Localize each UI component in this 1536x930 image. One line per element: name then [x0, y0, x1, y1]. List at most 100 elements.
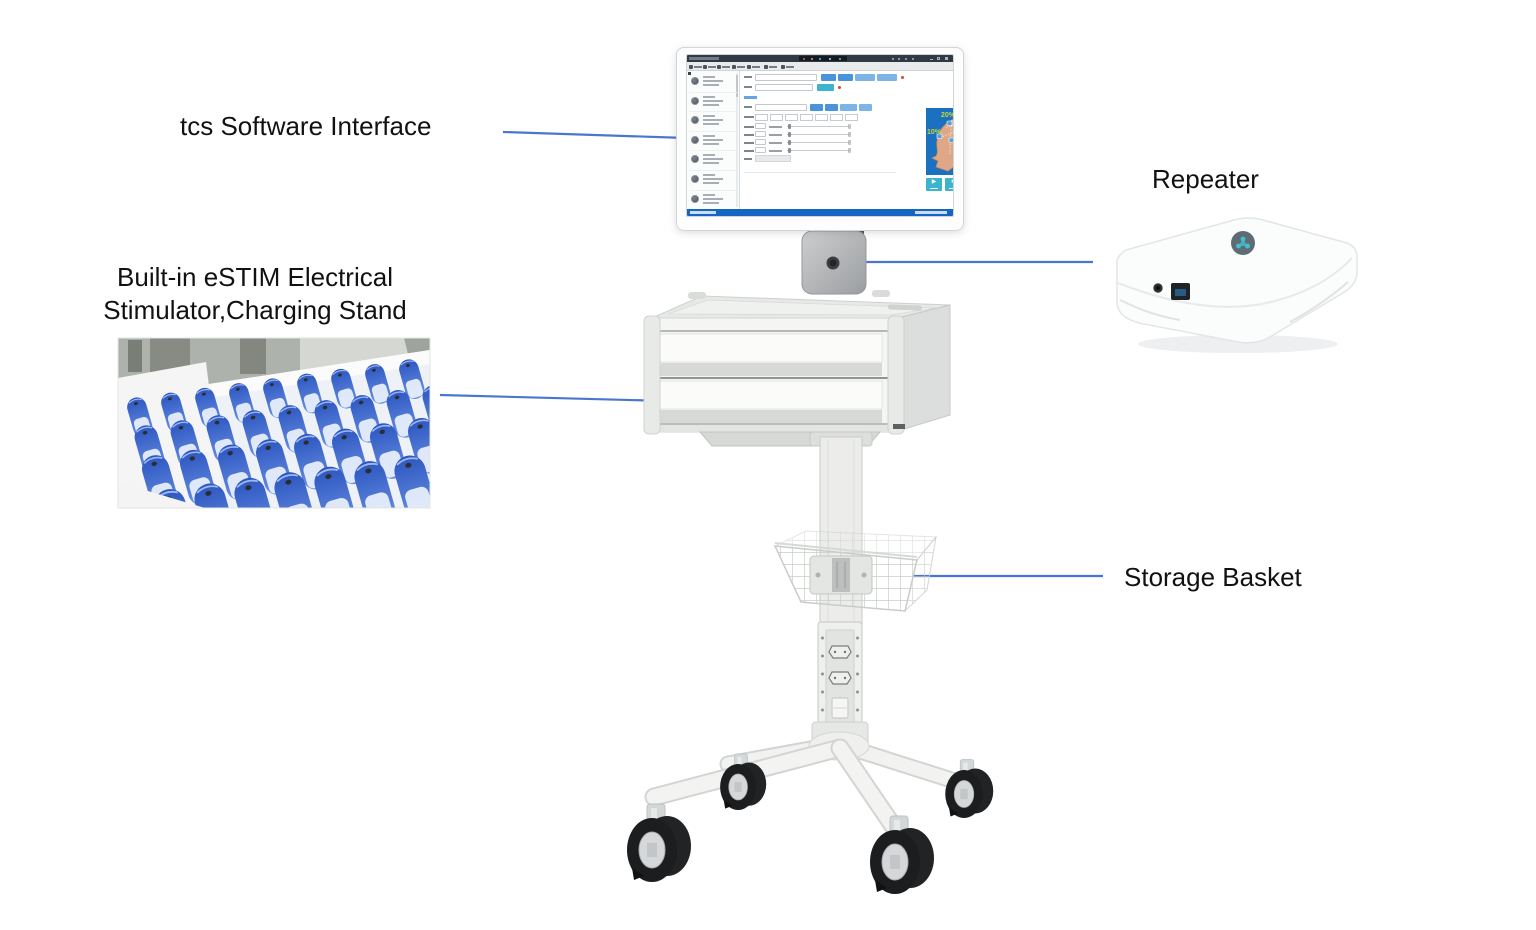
mini-readonly-field — [755, 155, 791, 162]
mini-checkbox — [845, 114, 858, 121]
mini-text-field — [755, 104, 807, 111]
screen-toolbar — [687, 62, 953, 71]
estim-device — [274, 472, 315, 508]
storage-basket — [773, 530, 938, 613]
callout-lines — [439, 130, 1103, 578]
drawer-unit — [643, 290, 951, 447]
channel-icon — [691, 116, 699, 125]
mini-checkbox — [830, 114, 843, 121]
separator — [689, 189, 737, 191]
toolbar-icon — [764, 64, 768, 69]
charging-stand-photo-border — [117, 337, 431, 509]
label-storage-basket: Storage Basket — [1124, 562, 1302, 592]
callout-line-software — [502, 130, 688, 140]
monitor-mount-block — [801, 230, 867, 295]
toolbar-icon — [732, 64, 736, 69]
toolbar-item-label — [737, 65, 745, 68]
caster-wheel — [869, 815, 935, 895]
channel-text — [703, 182, 719, 184]
cart-base — [626, 721, 994, 895]
channel-text — [703, 201, 719, 204]
channel-text — [703, 178, 723, 180]
mini-dropdown — [755, 84, 813, 91]
mini-param-value — [769, 134, 782, 136]
mini-number-field — [755, 139, 766, 145]
estim-device — [365, 364, 391, 404]
channel-text — [703, 162, 719, 165]
channel-text — [703, 95, 715, 98]
channel-text — [703, 76, 715, 78]
minimize-icon — [930, 59, 933, 60]
estim-device — [314, 466, 355, 508]
toolbar-icon — [703, 64, 707, 69]
mini-button — [859, 104, 872, 111]
mini-slider-track — [787, 126, 849, 127]
mini-checkbox — [785, 114, 798, 121]
mini-slider-end — [848, 124, 851, 129]
mini-slider-end — [848, 132, 851, 137]
head-model-graphic — [931, 118, 953, 172]
mini-slider-handle — [788, 132, 791, 137]
mini-slider-handle — [788, 148, 791, 153]
channel-icon — [691, 77, 699, 85]
mini-param-value — [769, 126, 782, 128]
caster-wheel — [944, 759, 994, 819]
mini-slider-handle — [788, 140, 791, 145]
channel-icon — [691, 96, 699, 105]
repeater-logo — [1231, 231, 1255, 255]
label-stimulator: Built-in eSTIM Electrical Stimulator,Cha… — [85, 261, 425, 327]
mini-param-label — [744, 142, 754, 144]
mini-number-field — [755, 147, 766, 153]
mini-number-field — [755, 123, 766, 129]
mini-button — [825, 104, 838, 111]
charging-stand-photo — [118, 338, 430, 508]
channel-text — [703, 123, 719, 126]
screen-main-panel: 20% 20% 20% 20% 10% 10% ▶ ■ — [740, 71, 953, 209]
channel-text — [703, 142, 719, 145]
play-icon: ▶ — [931, 179, 937, 185]
mini-slider-end — [848, 148, 851, 153]
mini-slider-end — [848, 140, 851, 145]
mini-param-value — [769, 150, 782, 152]
channel-icon — [691, 155, 699, 164]
estim-device — [422, 385, 430, 433]
mini-param-label — [744, 126, 754, 128]
toolbar-icon — [717, 64, 721, 69]
toolbar-item-label — [708, 65, 716, 68]
separator — [689, 150, 737, 152]
monitor: 20% 20% 20% 20% 10% 10% ▶ ■ — [676, 47, 964, 231]
mini-button — [840, 104, 857, 111]
toolbar-item-label — [769, 65, 777, 68]
channel-text — [703, 103, 719, 106]
repeater-ethernet-port — [1171, 283, 1190, 300]
power-socket-panel — [817, 621, 863, 749]
separator — [689, 130, 737, 132]
mini-checkbox — [755, 114, 768, 121]
separator — [689, 169, 737, 171]
power-socket-icon — [828, 645, 852, 685]
caster-wheel — [626, 803, 692, 883]
mini-text-field — [755, 74, 817, 81]
channel-text — [703, 80, 723, 82]
label-stimulator-line1: Built-in eSTIM Electrical — [117, 262, 393, 292]
channel-text — [703, 138, 723, 141]
mini-button — [877, 74, 897, 81]
titlebar-status-badge — [799, 56, 847, 61]
channel-text — [703, 115, 715, 118]
estim-device — [331, 368, 357, 409]
label-repeater: Repeater — [1152, 164, 1259, 194]
toolbar-icon — [781, 64, 785, 69]
screen-statusbar — [687, 209, 953, 216]
channel-text — [703, 158, 723, 161]
toolbar-item-label — [722, 65, 730, 68]
repeater-device — [1115, 217, 1358, 353]
toolbar-icon — [747, 64, 751, 69]
maximize-icon — [937, 57, 940, 60]
play-button: ▶ — [926, 178, 942, 191]
mini-param-label — [744, 134, 754, 136]
mini-slider-track — [787, 150, 849, 151]
label-stimulator-line2: Stimulator,Charging Stand — [103, 295, 407, 325]
drawer-bottom — [657, 380, 883, 410]
cart — [626, 219, 994, 895]
